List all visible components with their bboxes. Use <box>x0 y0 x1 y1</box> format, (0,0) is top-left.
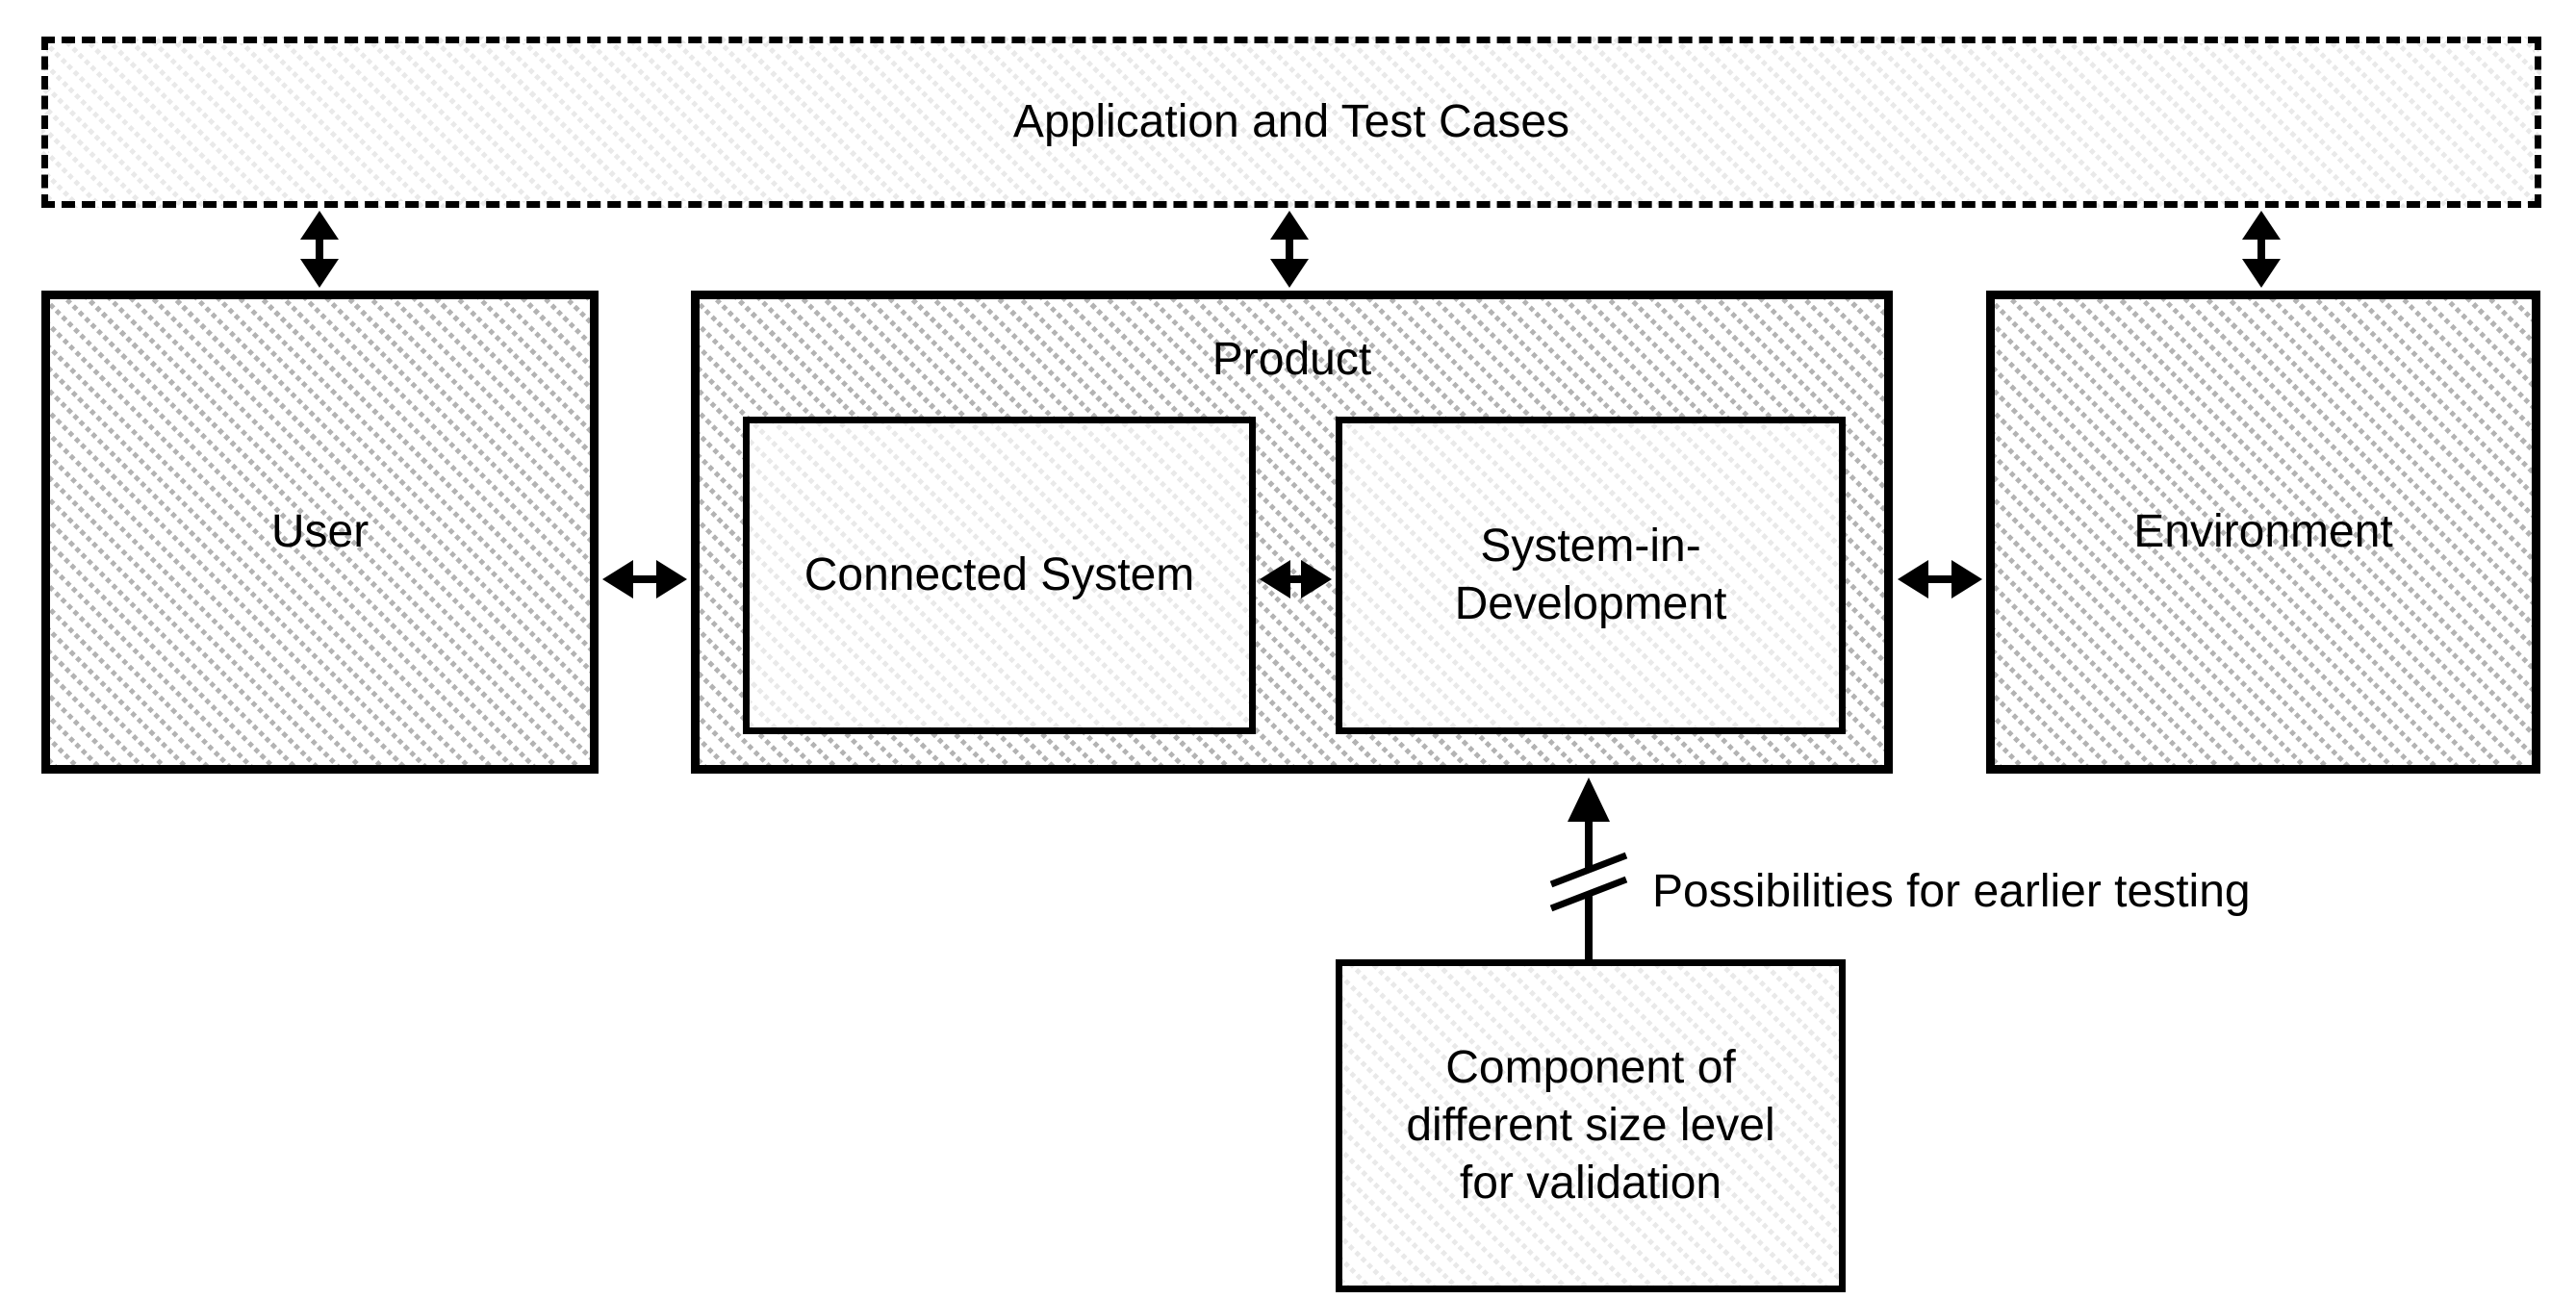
user-box: User <box>41 291 599 774</box>
connected-system-box: Connected System <box>743 417 1256 734</box>
app-product-double-arrow <box>1270 211 1309 288</box>
app-user-double-arrow <box>300 211 339 288</box>
component-label-line1: Component of <box>1445 1042 1736 1093</box>
connected-system-label: Connected System <box>803 549 1195 600</box>
user-product-double-arrow <box>602 560 687 599</box>
component-validation-arrow-shaft-top <box>1585 818 1593 868</box>
component-label-line3: for validation <box>1459 1158 1722 1209</box>
app-environment-double-arrow <box>2242 211 2281 288</box>
component-box: Component of different size level for va… <box>1336 959 1846 1292</box>
environment-label: Environment <box>2133 506 2393 557</box>
application-test-cases-label: Application and Test Cases <box>1012 96 1570 147</box>
system-in-development-label-line1: System-in- <box>1480 521 1701 572</box>
component-validation-arrow-shaft-bottom <box>1585 896 1593 959</box>
earlier-testing-label: Possibilities for earlier testing <box>1652 866 2251 917</box>
user-label: User <box>270 506 370 557</box>
system-in-development-box: System-in- Development <box>1336 417 1846 734</box>
double-slash-break-icon <box>1549 852 1628 912</box>
system-in-development-label-line2: Development <box>1454 578 1727 629</box>
application-test-cases-box: Application and Test Cases <box>41 37 2541 208</box>
product-box: Product Connected System System-in- Deve… <box>691 291 1893 774</box>
component-validation-arrow-head <box>1568 777 1610 822</box>
product-label: Product <box>1211 334 1372 385</box>
component-label-line2: different size level <box>1406 1100 1775 1151</box>
connected-system-sid-double-arrow <box>1260 560 1332 599</box>
product-environment-double-arrow <box>1898 560 1982 599</box>
environment-box: Environment <box>1986 291 2540 774</box>
